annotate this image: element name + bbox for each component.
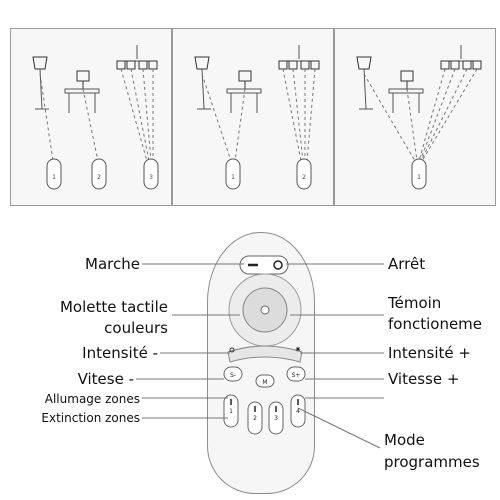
zone-4-button-label: 4 [296,408,300,415]
label-mode-line1: Mode [384,431,425,449]
label-intensite-plus: Intensité + [388,344,471,362]
illustration-panel-3: 1 [334,28,496,206]
mode-button-label: M [262,379,267,386]
brightness-low-icon [229,347,235,353]
speed-minus-button-label: S- [230,372,236,379]
zone-3-button-label: 3 [274,415,278,422]
panel-1-remote-zone-1: 1 [52,174,56,181]
label-mode-line2: programmes [384,453,480,471]
label-arret: Arrêt [388,255,426,273]
brightness-high-icon: ✷ [295,345,302,354]
label-vitese-minus: Vitese - [77,370,134,388]
zone-2-button-label: 2 [253,415,257,422]
label-intensite-minus: Intensité - [82,344,158,362]
panel-2-remote-zone-1: 1 [231,174,235,181]
illustration-panel-2: 1 2 [172,28,334,206]
status-indicator-icon [260,305,270,315]
brightness-slider [227,345,303,363]
panel-3-remote-zone-1: 1 [417,174,421,181]
speed-plus-button-label: S+ [292,372,301,379]
panel-2-drawing: 1 2 [194,45,320,190]
illustration-panel-1: 1 2 3 [10,28,172,206]
panel-1-remote-zone-2: 2 [97,174,101,181]
panel-2-remote-zone-2: 2 [302,174,306,181]
panel-1-drawing: 1 2 3 [32,45,159,190]
label-temoin-line2: fonctioneme [388,315,483,333]
label-allumage-zones: Allumage zones [44,392,140,406]
panel-1-remote-zone-3: 3 [149,174,153,181]
off-button-icon [273,260,283,270]
panel-3-drawing: 1 [356,45,482,190]
label-molette-line2: couleurs [104,319,168,337]
zone-1-button-label: 1 [229,408,233,415]
label-temoin-line1: Témoin [388,294,442,312]
label-marche: Marche [85,255,140,273]
leader-lines [136,263,384,449]
label-vitesse-plus: Vitesse + [388,370,460,388]
on-off-pill [239,255,289,275]
zone-illustrations: 1 2 3 1 2 [10,28,496,206]
label-extinction-zones: Extinction zones [41,411,140,425]
label-molette-line1: Molette tactile [59,298,168,316]
